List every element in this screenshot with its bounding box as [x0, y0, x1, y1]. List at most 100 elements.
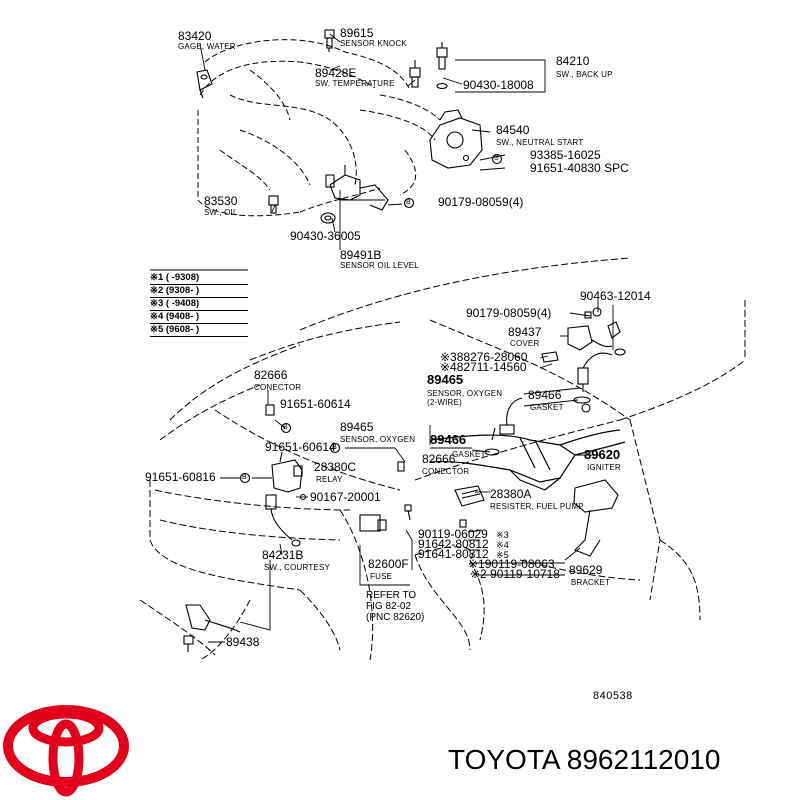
- backup-switch: [436, 42, 448, 90]
- legend-mark-2: ※2: [150, 285, 164, 296]
- connector-82666b: [397, 461, 405, 472]
- mark-3: ※3: [496, 530, 509, 540]
- label-89466-b: 89466: [430, 432, 467, 447]
- label-28380C: 28380C: [314, 460, 357, 474]
- desc-89437: COVER: [510, 339, 540, 348]
- label-90119-08063: ※190119-08063: [468, 557, 555, 571]
- label-89438: 89438: [226, 635, 260, 649]
- label-82600F: 82600F: [368, 557, 409, 571]
- exhaust-pipe: [429, 429, 626, 491]
- desc-82600F: FUSE: [370, 572, 393, 581]
- desc-82666-a: CONECTOR: [254, 383, 302, 392]
- legend-row-5: ※5 (9608- ): [150, 324, 248, 337]
- mark-4: ※4: [496, 540, 509, 550]
- desc-89491B: SENSOR OIL LEVEL: [340, 261, 419, 270]
- desc-28380A: RESISTER, FUEL PUMP: [490, 502, 584, 511]
- courtesy-switch: [265, 494, 301, 547]
- label-90179-08059-top: 90179-08059(4): [438, 195, 524, 209]
- legend-range-4: (9408- ): [165, 311, 200, 322]
- leader-lines-top: [199, 33, 546, 250]
- switch-89438: [183, 604, 241, 652]
- brand-line: TOYOTA 8962112010: [448, 745, 720, 775]
- legend-mark-4: ※4: [150, 311, 164, 322]
- label-84231B: 84231B: [262, 548, 304, 562]
- legend-mark-3: ※3: [150, 298, 164, 309]
- leader-lines-bottom: [208, 297, 614, 643]
- legend-mark-1: ※1: [150, 272, 164, 283]
- clip-88276: [541, 351, 559, 363]
- label-28380A: 28380A: [490, 487, 532, 501]
- legend-range-5: (9608- ): [165, 324, 200, 335]
- connector-82666: [265, 404, 275, 416]
- fuel-pump-resister: [454, 485, 485, 528]
- refer-line-3: (PNC 82620): [366, 612, 425, 623]
- label-89437: 89437: [508, 325, 542, 339]
- label-82666-b: 82666: [422, 452, 456, 466]
- label-89615: 89615: [340, 26, 374, 40]
- desc-89465-2wire-1: SENSOR, OXYGEN: [427, 389, 503, 398]
- bolt-mark-c: B: [242, 474, 247, 481]
- label-90430-36005: 90430-36005: [290, 229, 361, 243]
- desc-89465-b: SENSOR, OXYGEN: [340, 435, 416, 444]
- temperature-switch: [409, 60, 421, 88]
- bolt-mark-b: B: [332, 444, 337, 451]
- label-89428E: 89428E: [315, 66, 357, 80]
- label-90179-08059-mid: 90179-08059(4): [466, 306, 552, 320]
- label-90119-06029: 90119-06029: [418, 527, 488, 541]
- label-91651-60614-a: 91651-60614: [280, 397, 351, 411]
- refer-line-2: FIG 82-02: [366, 601, 412, 612]
- label-90119-10718: ※2 90119-10718: [470, 567, 560, 581]
- legend-range-3: ( -9408): [165, 298, 200, 309]
- screw-mark: S: [494, 155, 499, 162]
- label-91651-60816: 91651-60816: [145, 470, 216, 484]
- desc-89620: IGNITER: [587, 463, 621, 472]
- legend-mark-5: ※5: [150, 324, 164, 335]
- knock-sensor: [324, 29, 335, 52]
- relay: [271, 451, 303, 493]
- desc-89629: BRACKET: [571, 578, 611, 587]
- label-93385-16025: 93385-16025: [530, 148, 601, 162]
- label-82666-a: 82666: [254, 368, 288, 382]
- desc-89428E: SW, TEMPERATURE: [315, 79, 395, 88]
- legend-row-2: ※2 (9308- ): [150, 285, 248, 298]
- label-91642-80812: 91642-80812: [418, 537, 489, 551]
- desc-84540: SW., NEUTRAL START: [496, 138, 584, 147]
- label-89491B: 89491B: [340, 248, 382, 262]
- label-83530: 83530: [204, 194, 238, 208]
- label-90463-12014: 90463-12014: [580, 289, 651, 303]
- desc-28380C: RELAY: [316, 475, 343, 484]
- bolt-mark-top: B: [406, 199, 411, 206]
- label-89629: 89629: [569, 563, 603, 577]
- label-89620: 89620: [584, 447, 621, 462]
- engine-outline: [197, 39, 441, 217]
- desc-89466-b: GASKET: [452, 450, 486, 459]
- desc-83530: SW., OIL: [204, 208, 238, 217]
- desc-89615: SENSOR KNOCK: [340, 39, 407, 48]
- label-84210: 84210: [556, 54, 590, 68]
- label-84540: 84540: [496, 123, 530, 137]
- legend-range-1: ( -9308): [165, 272, 200, 283]
- brand-part-number: 8962112010: [566, 744, 721, 775]
- label-82711-14560: ※482711-14560: [440, 360, 527, 374]
- oil-level-sensor: [320, 165, 389, 224]
- fuse-box: [359, 504, 412, 532]
- mark-5: ※5: [496, 550, 509, 560]
- desc-89465-2wire-2: (2-WIRE): [427, 398, 462, 407]
- label-89465-b: 89465: [340, 420, 374, 434]
- toyota-logo-icon: [3, 705, 129, 797]
- bolt-mark-a: B: [283, 424, 288, 431]
- water-gage-sensor: [196, 69, 213, 99]
- oxygen-sensor-2wire: [573, 352, 613, 404]
- legend-row-4: ※4 (9408- ): [150, 311, 248, 324]
- refer-line-1: REFER TO: [366, 590, 417, 601]
- label-83420: 83420: [178, 29, 212, 43]
- legend-row-3: ※3 ( -9408): [150, 298, 248, 311]
- neutral-start-switch: [429, 109, 483, 169]
- label-88276-28060: ※388276-28060: [440, 350, 528, 364]
- oxygen-sensor: [484, 397, 523, 456]
- desc-83420: GAGE, WATER: [178, 42, 236, 51]
- desc-82666-b: CONECTOR: [422, 467, 470, 476]
- cover-sensor: [567, 311, 626, 356]
